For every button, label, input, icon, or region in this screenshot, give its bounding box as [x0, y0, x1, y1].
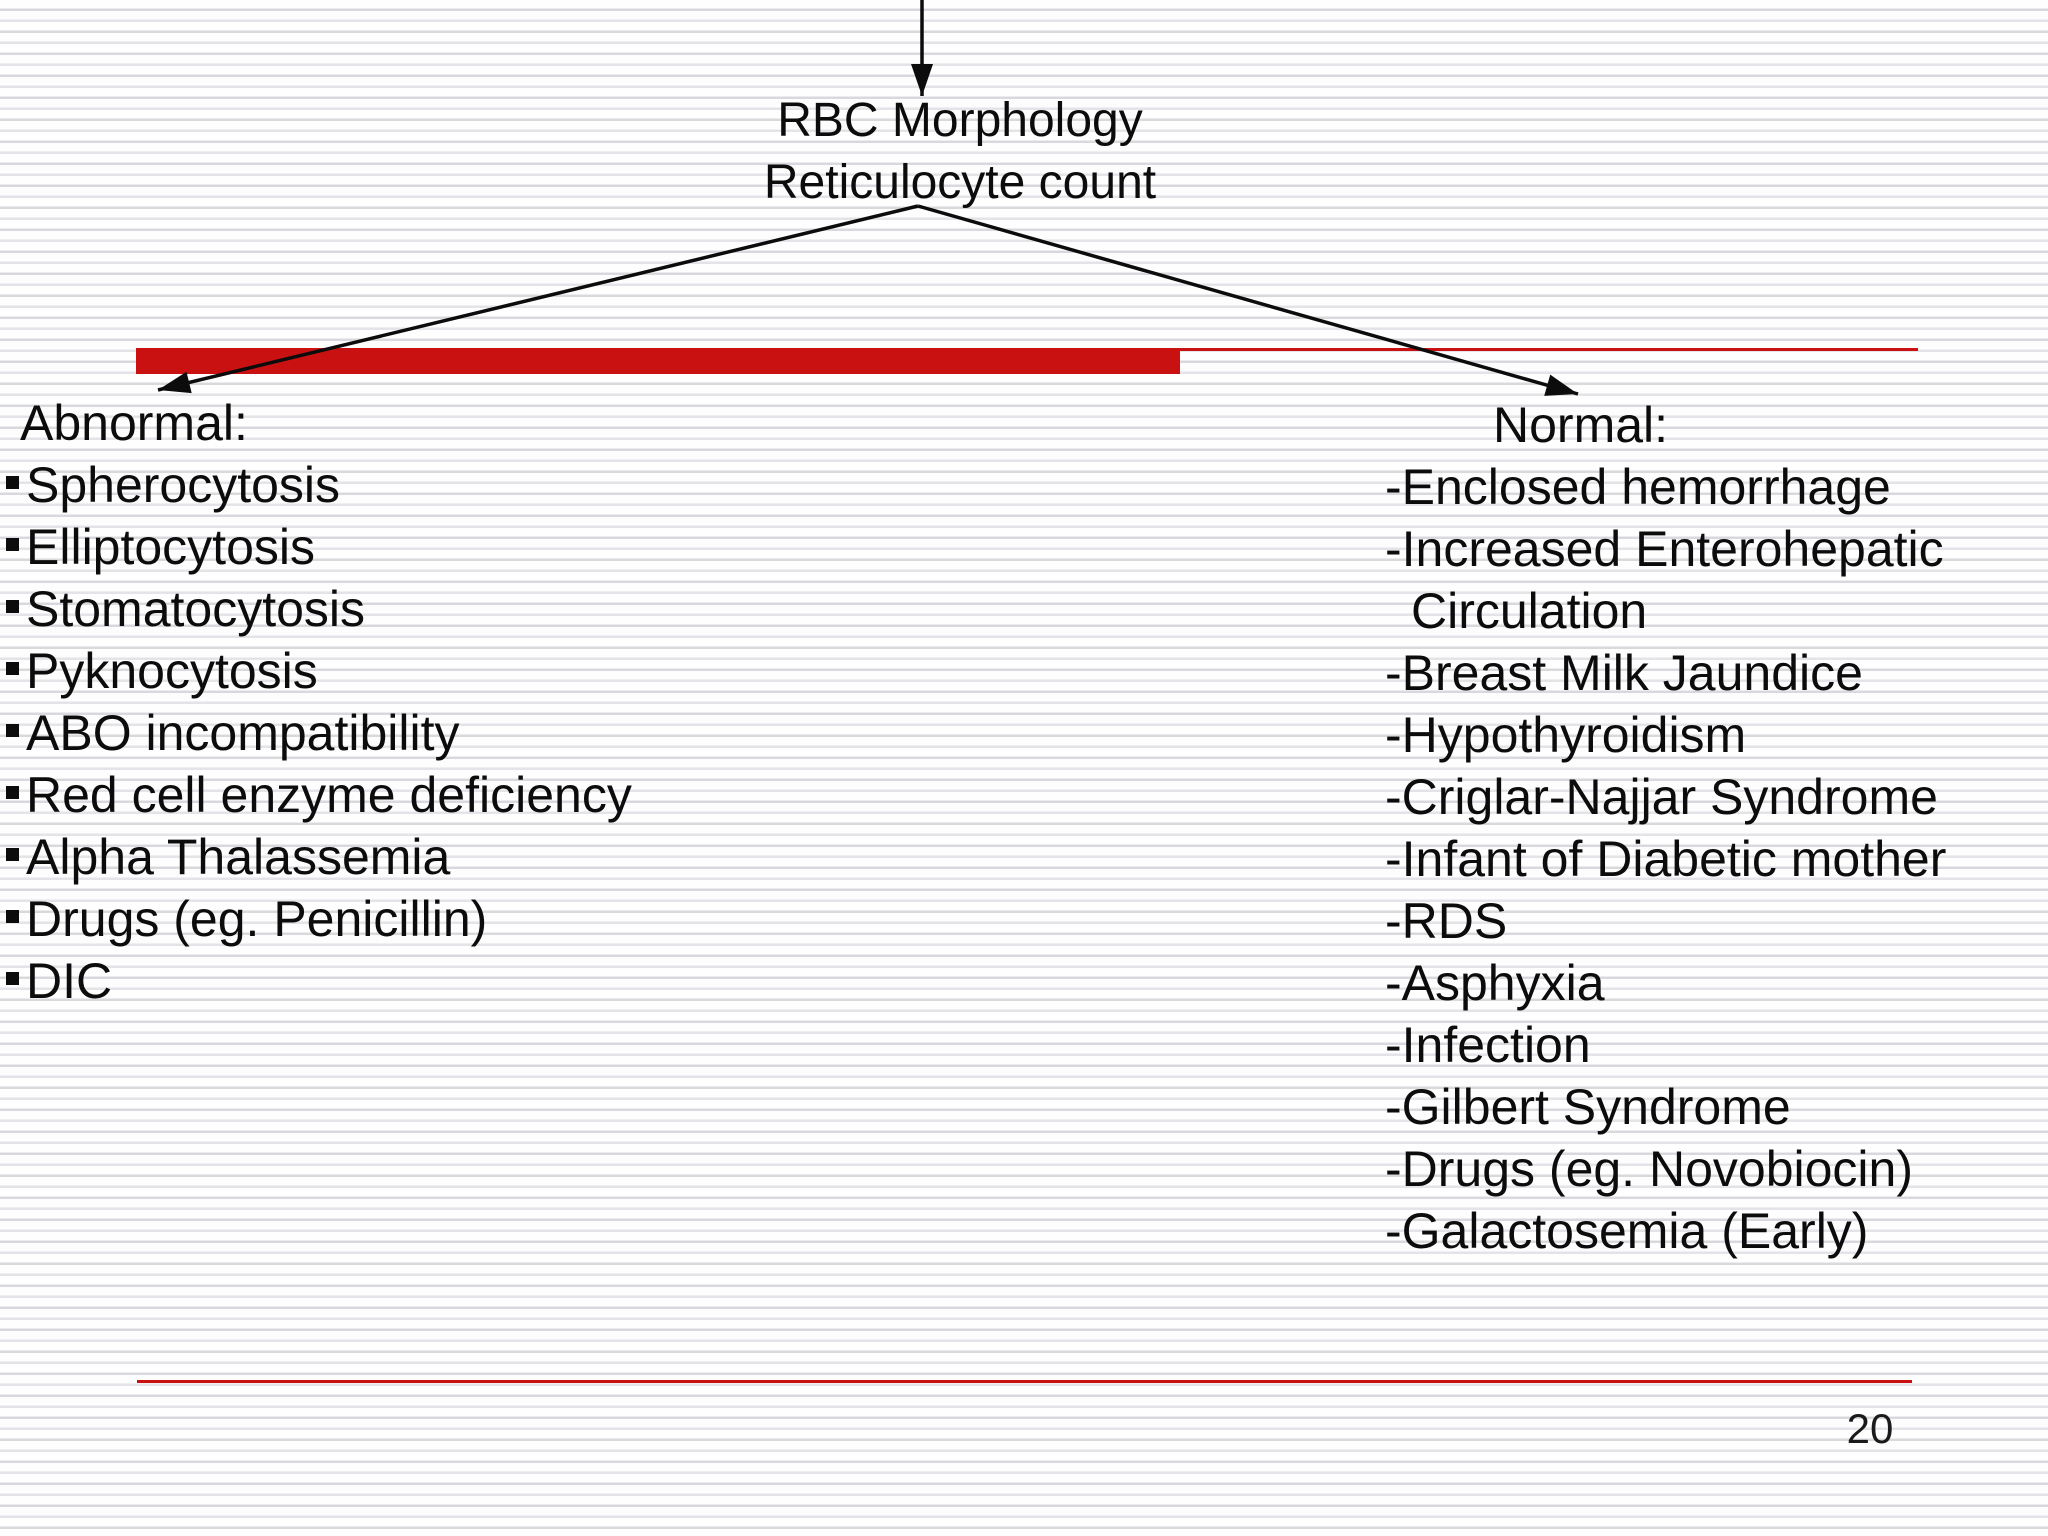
abnormal-list-item: Drugs (eg. Penicillin): [6, 888, 632, 950]
abnormal-list-item: ABO incompatibility: [6, 702, 632, 764]
abnormal-list-item: Alpha Thalassemia: [6, 826, 632, 888]
normal-list-item: -Galactosemia (Early): [1385, 1203, 1869, 1259]
abnormal-list-item: Spherocytosis: [6, 454, 632, 516]
page-number: 20: [1846, 1405, 1894, 1452]
normal-list: -Enclosed hemorrhage -Increased Enterohep…: [1385, 456, 1946, 1262]
normal-list-item: -Increased Enterohepatic: [1385, 521, 1944, 577]
abnormal-list-item: Pyknocytosis: [6, 640, 632, 702]
normal-list-item: -Hypothyroidism: [1385, 707, 1747, 763]
arrow-to-normal: [917, 204, 1579, 396]
abnormal-header: Abnormal:: [20, 395, 248, 451]
normal-list-item: -Criglar-Najjar Syndrome: [1385, 769, 1938, 825]
normal-list-item: Circulation: [1411, 583, 1648, 639]
abnormal-list-item: Elliptocytosis: [6, 516, 632, 578]
normal-header: Normal:: [1493, 397, 1669, 453]
normal-list-item: -Infant of Diabetic mother: [1385, 831, 1947, 887]
normal-list-item: -Enclosed hemorrhage: [1385, 459, 1891, 515]
abnormal-list-item: Red cell enzyme deficiency: [6, 764, 632, 826]
normal-list-item: -Breast Milk Jaundice: [1385, 645, 1863, 701]
root-node-title-line: RBC Morphology: [777, 94, 1143, 147]
normal-list-item: -Asphyxia: [1385, 955, 1605, 1011]
normal-list-item: -Gilbert Syndrome: [1385, 1079, 1791, 1135]
normal-list-item: -RDS: [1385, 893, 1508, 949]
abnormal-list-item: DIC: [6, 950, 632, 1012]
normal-list-item: -Drugs (eg. Novobiocin): [1385, 1141, 1913, 1197]
abnormal-list-item: Stomatocytosis: [6, 578, 632, 640]
footer-divider-line: [137, 1380, 1912, 1383]
normal-column: Normal: -Enclosed hemorrhage -Increased E…: [1385, 394, 1946, 1262]
arrow-to-abnormal: [157, 204, 919, 394]
root-node-title-line: Reticulocyte count: [763, 156, 1157, 209]
normal-list-item: -Infection: [1385, 1017, 1591, 1073]
